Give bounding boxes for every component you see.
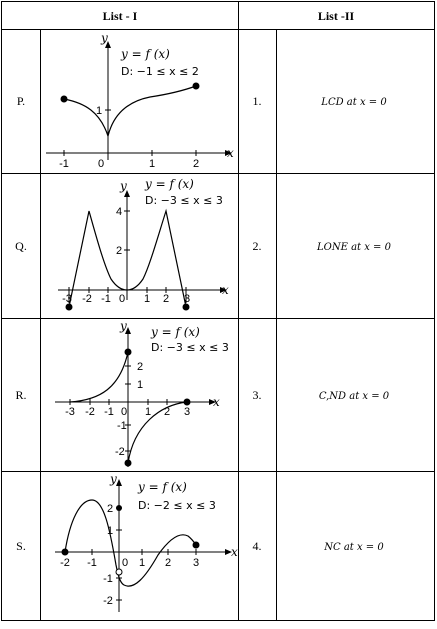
endpoint-dot (65, 303, 73, 311)
domain-label: D: −2 ≤ x ≤ 3 (138, 499, 216, 512)
endpoint-dot (61, 548, 69, 556)
function-label: y = f (x) (120, 47, 170, 61)
y-axis-label: y (119, 179, 127, 193)
y-tick-label: -2 (103, 595, 113, 607)
option-1: LCD at x = 0 (320, 97, 387, 108)
header-list-2: List -II (318, 9, 355, 23)
x-tick-label: 2 (165, 557, 171, 569)
x-axis-arrow (225, 150, 232, 156)
option-3: C,ND at x = 0 (319, 391, 390, 402)
graph-s: x y y = f (x) D: −2 ≤ x ≤ 3 -2 -1 0 1 2 … (55, 472, 238, 612)
x-tick-label: 2 (164, 406, 170, 418)
function-curve (68, 208, 187, 308)
x-tick-label: 1 (149, 158, 155, 170)
y-tick-label: 1 (96, 105, 102, 117)
x-tick-label: 0 (119, 293, 125, 305)
row-number-2: 2. (253, 239, 262, 253)
x-tick-label: 0 (121, 406, 127, 418)
function-curve (63, 85, 197, 139)
x-tick-label: -2 (85, 406, 95, 418)
row-number-1: 1. (253, 94, 262, 108)
table-grid (1, 1, 435, 621)
endpoint-dot (124, 348, 132, 356)
endpoint-dot (124, 459, 132, 467)
header-list-1: List - I (103, 9, 138, 23)
function-curve-right (127, 401, 188, 464)
function-curve-left (69, 351, 129, 403)
x-tick-label: 2 (163, 293, 169, 305)
x-axis-arrow (209, 399, 216, 405)
endpoint-dot (60, 95, 68, 103)
function-label: y = f (x) (137, 480, 187, 494)
x-tick-label: 3 (184, 406, 190, 418)
x-tick-label: -3 (65, 406, 75, 418)
x-tick-label: 1 (145, 406, 151, 418)
x-axis-label: x (222, 283, 229, 297)
y-axis-label: y (109, 472, 117, 486)
x-tick-label: -2 (60, 557, 70, 569)
y-tick-label: -1 (103, 573, 113, 585)
x-axis-label: x (213, 395, 220, 409)
graph-q: x y y = f (x) D: −3 ≤ x ≤ 3 -3 -2 -1 0 1… (58, 177, 229, 311)
y-tick-label: 2 (116, 245, 122, 257)
x-tick-label: -3 (62, 293, 72, 305)
x-axis-label: x (231, 545, 238, 559)
x-axis-arrow (225, 549, 232, 555)
function-label: y = f (x) (144, 177, 194, 191)
x-axis-label: x (227, 146, 234, 160)
x-tick-label: -1 (101, 293, 111, 305)
y-axis-arrow (125, 327, 131, 334)
domain-label: D: −1 ≤ x ≤ 2 (121, 65, 199, 78)
option-2: LONE at x = 0 (316, 242, 392, 253)
graph-p: x y y = f (x) D: −1 ≤ x ≤ 2 -1 0 1 2 1 (46, 31, 234, 170)
x-tick-label: -1 (104, 406, 114, 418)
row-label-q: Q. (15, 239, 27, 253)
domain-label: D: −3 ≤ x ≤ 3 (151, 341, 229, 354)
x-axis-arrow (220, 287, 227, 293)
y-tick-label: 2 (107, 503, 113, 515)
x-tick-label: -2 (82, 293, 92, 305)
y-tick-label: -1 (117, 420, 127, 432)
row-label-s: S. (16, 539, 26, 553)
domain-label: D: −3 ≤ x ≤ 3 (145, 194, 223, 207)
y-tick-label: 1 (107, 525, 113, 537)
y-axis-arrow (124, 190, 130, 197)
function-label: y = f (x) (150, 325, 200, 339)
graph-r: x y y = f (x) D: −3 ≤ x ≤ 3 -3 -2 -1 0 1… (55, 319, 229, 467)
x-tick-label: 2 (193, 158, 199, 170)
x-tick-label: 3 (193, 557, 199, 569)
row-number-3: 3. (253, 388, 262, 402)
filled-point (116, 505, 122, 511)
endpoint-dot (192, 541, 200, 549)
y-axis-label: y (100, 31, 108, 45)
y-axis-arrow (105, 41, 111, 48)
y-tick-label: 1 (137, 379, 143, 391)
y-tick-label: 4 (116, 206, 122, 218)
row-label-r: R. (15, 388, 26, 402)
endpoint-dot (182, 303, 190, 311)
x-tick-label: -1 (59, 158, 69, 170)
x-tick-label: 1 (144, 293, 150, 305)
x-tick-label: -1 (87, 557, 97, 569)
row-label-p: P. (17, 94, 25, 108)
open-point (115, 568, 123, 576)
function-curve (64, 499, 197, 587)
y-tick-label: 2 (137, 361, 143, 373)
endpoint-dot (183, 398, 191, 406)
x-tick-label: 1 (139, 557, 145, 569)
endpoint-dot (192, 82, 200, 90)
y-axis-label: y (119, 319, 127, 333)
y-tick-label: -2 (115, 446, 125, 458)
x-tick-label: 3 (184, 293, 190, 305)
y-axis-arrow (116, 479, 122, 486)
row-number-4: 4. (253, 539, 262, 553)
option-4: NC at x = 0 (323, 542, 384, 553)
x-tick-label: 0 (98, 158, 104, 170)
x-tick-label: 0 (122, 557, 128, 569)
